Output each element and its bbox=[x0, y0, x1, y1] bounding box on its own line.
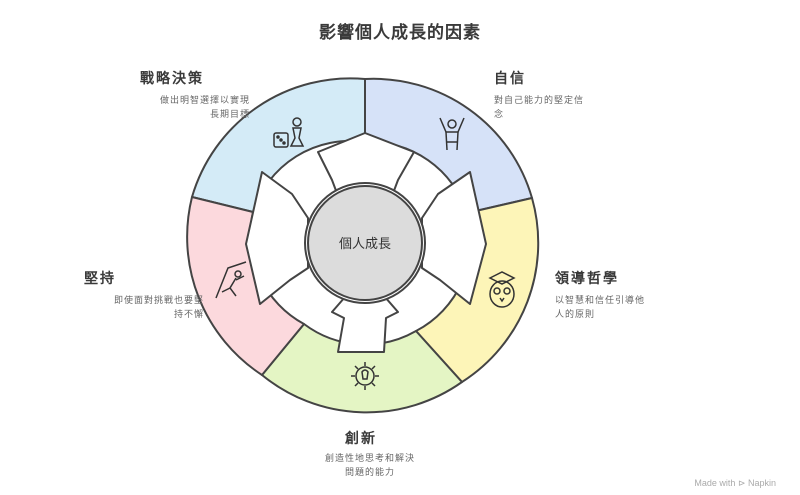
desc-line: 做出明智選擇以實現 bbox=[159, 96, 250, 106]
cheering-person-icon bbox=[439, 117, 465, 151]
arrow-right bbox=[421, 171, 487, 305]
gear-bulb-icon bbox=[351, 362, 379, 390]
label-desc-strategy: 做出明智選擇以實現 長期目標 bbox=[140, 94, 250, 122]
label-title-confidence: 自信 bbox=[494, 71, 526, 87]
label-title-perseverance: 堅持 bbox=[84, 271, 116, 287]
climber-icon bbox=[215, 261, 247, 299]
arrow-left bbox=[245, 171, 309, 305]
desc-line: 問題的能力 bbox=[344, 468, 395, 478]
label-desc-leadership: 以智慧和信任引導他 人的原則 bbox=[555, 294, 675, 322]
desc-line: 持不懈 bbox=[173, 310, 204, 320]
sector-perseverance bbox=[186, 196, 305, 376]
dice-pawn-icon bbox=[273, 117, 305, 148]
center-circle bbox=[307, 185, 423, 301]
label-desc-confidence: 對自己能力的堅定信 念 bbox=[494, 94, 614, 122]
inward-arrows bbox=[245, 132, 487, 353]
desc-line: 念 bbox=[494, 110, 505, 120]
label-desc-perseverance: 即使面對挑戰也要堅 持不懈 bbox=[84, 294, 204, 322]
ring-sectors bbox=[186, 77, 540, 414]
desc-line: 創造性地思考和解決 bbox=[324, 454, 415, 464]
desc-line: 對自己能力的堅定信 bbox=[494, 96, 585, 106]
label-title-leadership: 領導哲學 bbox=[555, 271, 619, 287]
desc-line: 以智慧和信任引導他 bbox=[555, 296, 646, 306]
desc-line: 長期目標 bbox=[209, 110, 250, 120]
label-title-innovation: 創新 bbox=[345, 431, 377, 447]
owl-graduate-icon bbox=[488, 271, 516, 308]
label-title-strategy: 戰略決策 bbox=[140, 71, 204, 87]
desc-line: 人的原則 bbox=[555, 310, 596, 320]
center-label: 個人成長 bbox=[339, 237, 391, 252]
diagram-title: 影響個人成長的因素 bbox=[319, 23, 481, 43]
label-desc-innovation: 創造性地思考和解決 問題的能力 bbox=[305, 452, 435, 480]
desc-line: 即使面對挑戰也要堅 bbox=[113, 296, 204, 306]
made-with-footer: Made with ⊳ Napkin bbox=[694, 478, 776, 488]
